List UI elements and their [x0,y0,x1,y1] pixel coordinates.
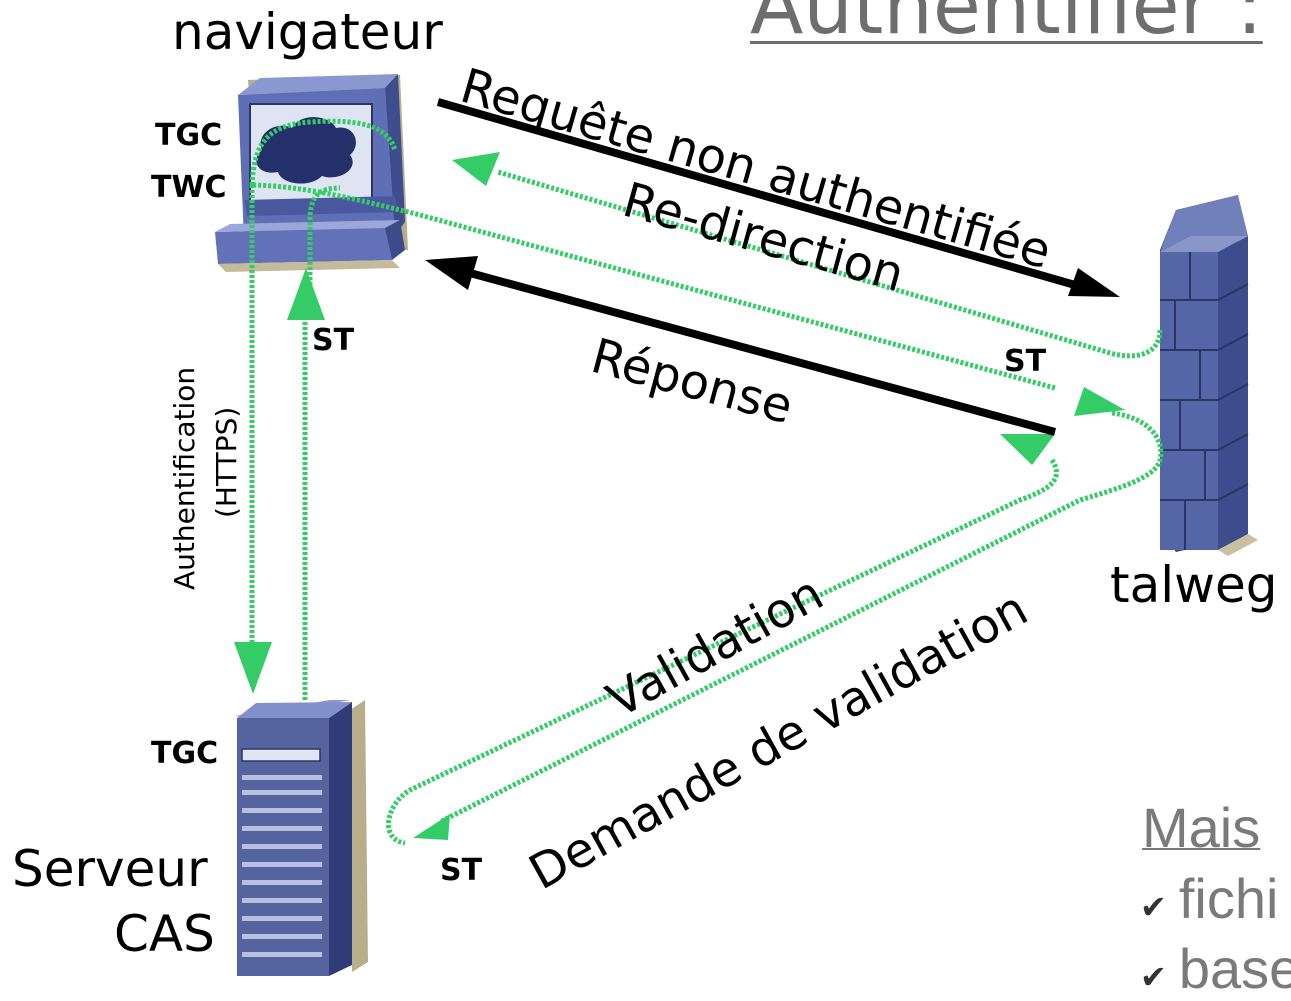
black-arrows [436,98,1077,436]
response-arrowhead [1000,434,1055,465]
browser-label: navigateur [172,3,443,61]
redirect-loop [497,169,1163,359]
side-note-item-text: fichi [1178,867,1279,930]
redirect-arrowhead [452,152,500,186]
twc-loop-path [307,185,341,285]
request-arrowhead [1068,268,1120,297]
side-note-item-text: base [1178,937,1291,1000]
green-flows [249,118,1164,846]
checkmark-icon: ✔ [1140,889,1167,925]
diagram-svg [215,74,1258,976]
twc-browser-label: TWC [151,170,227,205]
validation-path [386,458,1059,846]
response-arrowhead-black [425,256,478,290]
server-label-line1: Serveur [12,840,208,898]
browser-to-talweg-path [251,182,1056,391]
green-arrowheads [234,152,1125,840]
st-talweg-label: ST [1004,344,1047,379]
firewall-label: talweg [1110,556,1278,614]
response-arrow [468,269,1057,436]
side-note-heading: Mais [1142,796,1261,859]
st-server-label: ST [440,853,483,888]
tgc-loop-path [249,118,398,186]
side-note-item: ✔ base [1140,936,1291,1001]
request-arrow [436,98,1077,289]
auth-label-line1: Authentification [168,366,201,590]
cas-arrowhead [413,814,450,840]
tgc-browser-label: TGC [155,118,223,153]
server-icon [235,700,368,976]
firewall-icon [1160,195,1258,556]
auth-arrowhead [234,642,272,694]
validation-request-path [438,410,1164,825]
diagram-canvas: Authentifier : navigateur talweg Serveur… [12,0,1291,1000]
side-note-item: ✔ fichi [1140,866,1278,931]
auth-label-line2: (HTTPS) [210,406,243,518]
st-left-label: ST [312,323,355,358]
computer-icon [215,74,408,272]
checkmark-icon: ✔ [1140,959,1167,995]
page-title: Authentifier : [750,0,1263,52]
st-up-arrowhead [287,268,325,320]
talweg-st-arrowhead [1074,387,1125,416]
server-label-line2: CAS [114,905,215,963]
tgc-server-label: TGC [151,736,219,771]
